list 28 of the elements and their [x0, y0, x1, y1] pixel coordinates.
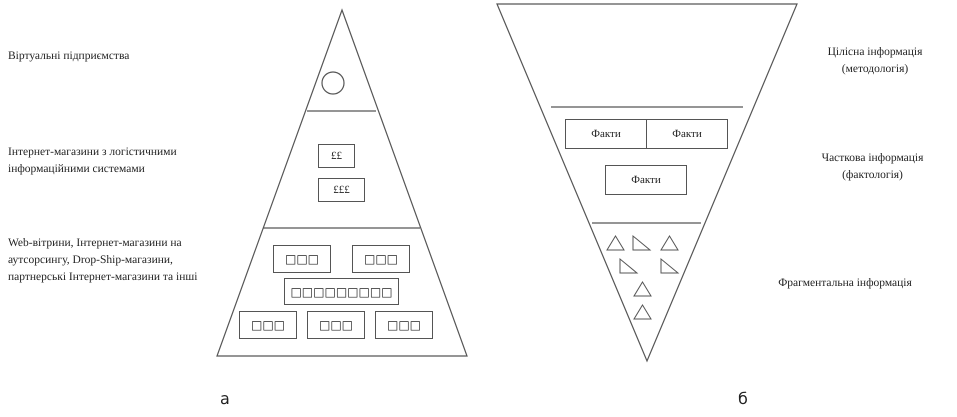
square-symbols-box: □□□ — [307, 311, 365, 339]
pyramid — [217, 10, 467, 356]
triangle-icon — [632, 235, 651, 251]
square-symbols-box: □□□ — [352, 245, 410, 273]
level-label: Віртуальні підприємства — [8, 49, 130, 64]
text-box: £££ — [318, 178, 365, 202]
square-symbols-box: □□□□□□□□□ — [284, 278, 399, 305]
circle-icon — [321, 71, 345, 95]
text-box: Факти — [646, 119, 728, 149]
square-symbols-box: □□□ — [273, 245, 331, 273]
level-label: Інтернет-магазини з логістичними інформаційними системами — [8, 145, 178, 177]
level-label: Фрагментальна інформація — [777, 276, 913, 291]
level-label: Часткова інформація (фактологія) — [820, 151, 924, 183]
panel-letter: б — [738, 390, 748, 407]
level-label: Цілісна інформація (методологія) — [826, 45, 924, 77]
triangle-icon — [660, 235, 679, 251]
text-box: ££ — [318, 144, 355, 168]
text-box: Факти — [565, 119, 647, 149]
triangle-icon — [633, 304, 652, 320]
triangle-icon — [606, 235, 625, 251]
triangle-icon — [633, 281, 652, 297]
triangle-icon — [660, 258, 679, 274]
panel-letter: а — [220, 390, 230, 407]
square-symbols-box: □□□ — [375, 311, 433, 339]
square-symbols-box: □□□ — [239, 311, 297, 339]
level-label: Web-вітрини, Інтернет-магазини на аутсорсингу, Drop-Ship-магазини, партнерські Інтернет-магазини та інші — [8, 236, 198, 285]
triangle-icon — [619, 258, 638, 274]
text-box: Факти — [605, 165, 687, 195]
